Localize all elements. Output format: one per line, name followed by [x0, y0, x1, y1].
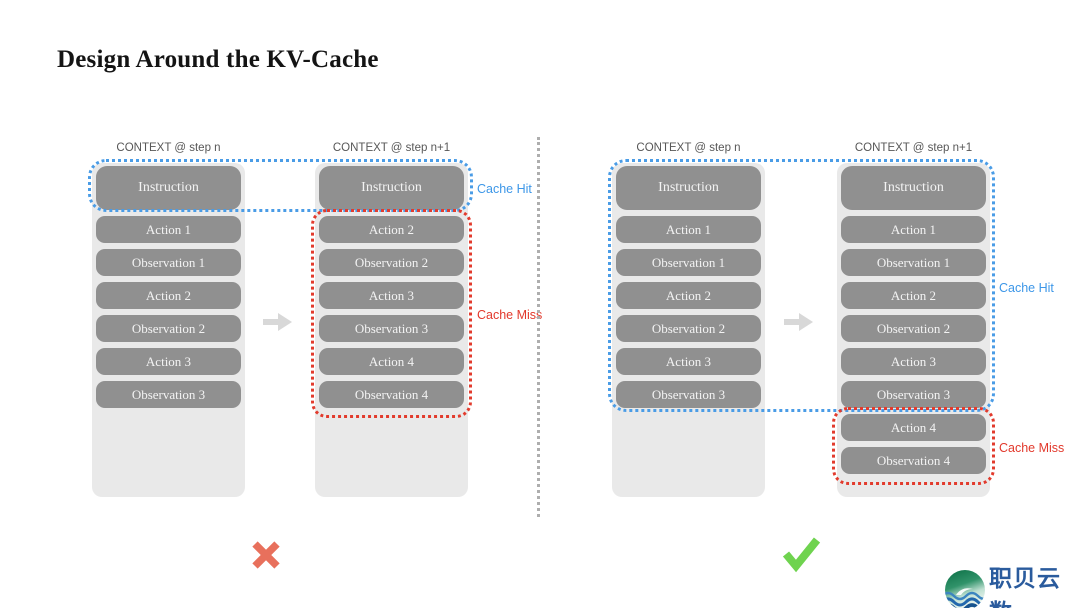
context-box: Action 2	[616, 282, 761, 309]
context-box: Observation 2	[96, 315, 241, 342]
context-box: Action 3	[841, 348, 986, 375]
context-box: Observation 1	[96, 249, 241, 276]
right-context-step-n: Instruction Action 1 Observation 1 Actio…	[612, 163, 765, 497]
context-box: Action 1	[616, 216, 761, 243]
context-box: Instruction	[319, 166, 464, 210]
context-box: Action 4	[319, 348, 464, 375]
context-box: Action 3	[319, 282, 464, 309]
context-box: Action 4	[841, 414, 986, 441]
context-box: Observation 4	[841, 447, 986, 474]
right-arrow-icon	[263, 312, 293, 337]
context-box: Observation 3	[841, 381, 986, 408]
logo-globe-icon	[944, 569, 986, 608]
context-box: Observation 2	[841, 315, 986, 342]
context-box: Instruction	[841, 166, 986, 210]
context-box: Observation 3	[319, 315, 464, 342]
vertical-divider	[537, 137, 540, 517]
context-box: Instruction	[96, 166, 241, 210]
context-box: Observation 2	[616, 315, 761, 342]
logo-text: 职贝云数	[989, 565, 1061, 608]
left-context-step-n: Instruction Action 1 Observation 1 Actio…	[92, 163, 245, 497]
context-box: Observation 1	[841, 249, 986, 276]
context-box: Action 2	[96, 282, 241, 309]
page-title: Design Around the KV-Cache	[57, 46, 379, 73]
context-box: Action 2	[319, 216, 464, 243]
right-cache-miss-label: Cache Miss	[999, 441, 1065, 455]
context-box: Action 1	[841, 216, 986, 243]
context-box: Instruction	[616, 166, 761, 210]
right-context-step-n1: Instruction Action 1 Observation 1 Actio…	[837, 163, 990, 497]
left-step-n-header: CONTEXT @ step n	[116, 142, 221, 154]
context-box: Action 3	[96, 348, 241, 375]
left-cache-hit-label: Cache Hit	[477, 182, 532, 196]
brand-logo: 职贝云数	[944, 559, 1080, 608]
left-step-n1-header: CONTEXT @ step n+1	[332, 142, 451, 154]
context-box: Observation 3	[96, 381, 241, 408]
left-context-step-n1: Instruction Action 2 Observation 2 Actio…	[315, 163, 468, 497]
right-cache-hit-label: Cache Hit	[999, 281, 1054, 295]
right-arrow-icon	[784, 312, 814, 337]
context-box: Action 2	[841, 282, 986, 309]
context-box: Observation 3	[616, 381, 761, 408]
right-step-n-header: CONTEXT @ step n	[636, 142, 741, 154]
context-box: Action 3	[616, 348, 761, 375]
check-icon	[781, 534, 821, 579]
context-box: Action 1	[96, 216, 241, 243]
context-box: Observation 4	[319, 381, 464, 408]
cross-icon	[251, 540, 281, 575]
left-cache-miss-label: Cache Miss	[477, 308, 543, 322]
context-box: Observation 2	[319, 249, 464, 276]
context-box: Observation 1	[616, 249, 761, 276]
right-step-n1-header: CONTEXT @ step n+1	[854, 142, 973, 154]
